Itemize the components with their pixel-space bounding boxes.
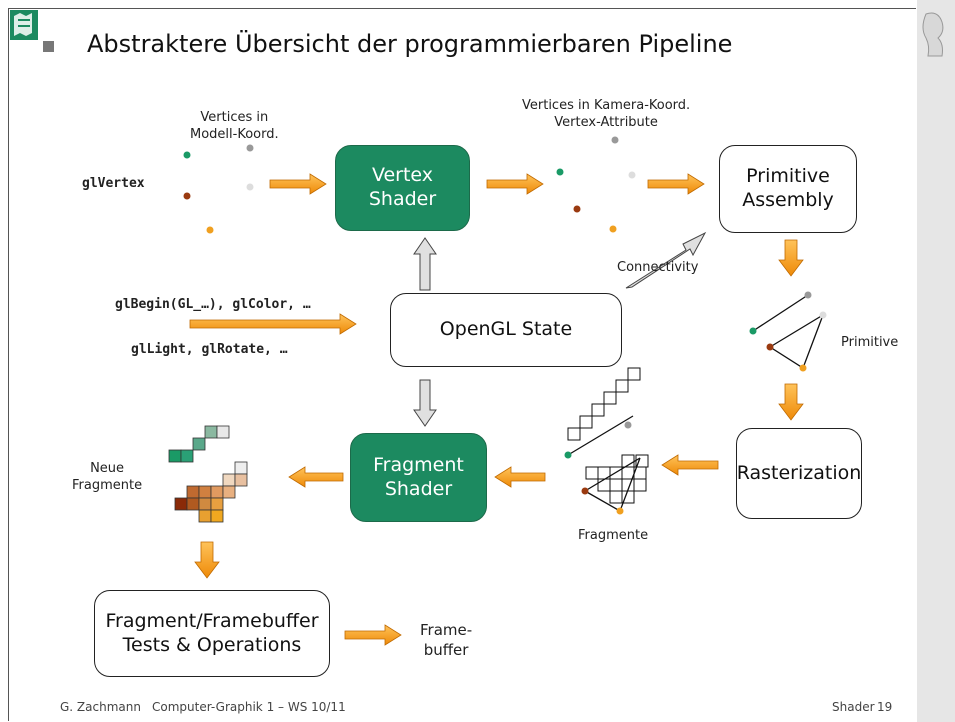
arrow-down	[778, 383, 804, 421]
slide-frame	[8, 8, 916, 721]
arrow-left	[661, 454, 719, 476]
vertex-dot	[183, 192, 191, 200]
vertex-dot	[611, 136, 619, 144]
footer-course: Computer-Graphik 1 – WS 10/11	[152, 700, 346, 714]
glbegin-code: glBegin(GL_…), glColor, …	[115, 297, 311, 312]
neue-fragmente-label: Neue Fragmente	[72, 461, 143, 493]
arrow-down	[778, 239, 804, 277]
primitive-figure	[749, 291, 827, 372]
vertices-camera-label: Vertices in Kamera-Koord. Vertex-Attribu…	[522, 98, 691, 130]
vertices-model-label: Vertices in Modell-Koord.	[190, 110, 279, 142]
arrow-left	[288, 466, 344, 488]
arrow-down	[194, 541, 220, 579]
vertex-dot	[556, 168, 564, 176]
fragmente-label: Fragmente	[578, 528, 649, 543]
glvertex-code: glVertex	[82, 176, 145, 191]
framebuffer-label: Frame- buffer	[420, 621, 473, 659]
arrow-right	[647, 173, 705, 195]
arrow-right	[189, 313, 357, 335]
opengl-state-box: OpenGL State	[390, 293, 622, 367]
footer-author: G. Zachmann	[60, 700, 141, 714]
vertex-dot	[183, 151, 191, 159]
footer-section: Shader	[832, 700, 875, 714]
primitive-assembly-box: Primitive Assembly	[719, 145, 857, 233]
slide-title: Abstraktere Übersicht der programmierbar…	[87, 30, 733, 58]
model-vertex-dots	[183, 144, 254, 234]
vertex-dot	[609, 225, 617, 233]
vertex-dot	[573, 205, 581, 213]
vertex-dot	[246, 183, 254, 191]
state-arrows	[413, 231, 707, 427]
arrow-diagonal	[625, 231, 707, 289]
vertex-shader-box: Vertex Shader	[335, 145, 470, 231]
bust-portrait-icon	[922, 12, 944, 57]
arrow-down	[413, 379, 437, 427]
tests-operations-box: Fragment/Framebuffer Tests & Operations	[94, 590, 330, 677]
arrow-right	[269, 173, 327, 195]
footer-page-number: 19	[877, 700, 893, 714]
connectivity-label: Connectivity	[617, 260, 699, 275]
arrow-left	[494, 466, 546, 488]
vertex-dot	[628, 171, 636, 179]
primitive-label: Primitive	[841, 335, 899, 350]
university-seal-icon	[10, 10, 54, 52]
arrow-right	[486, 173, 544, 195]
new-fragments-grid	[168, 425, 248, 523]
flow-arrows	[189, 173, 804, 646]
rasterization-box: Rasterization	[736, 428, 862, 519]
fragment-shader-box: Fragment Shader	[350, 433, 487, 522]
gllight-code: glLight, glRotate, …	[131, 342, 288, 357]
vertex-dot	[206, 226, 214, 234]
camera-vertex-dots	[556, 136, 636, 233]
right-sidebar	[917, 0, 955, 722]
vertex-dot	[246, 144, 254, 152]
arrow-right	[344, 624, 402, 646]
fragment-grid	[564, 367, 649, 515]
arrow-up	[413, 237, 437, 291]
